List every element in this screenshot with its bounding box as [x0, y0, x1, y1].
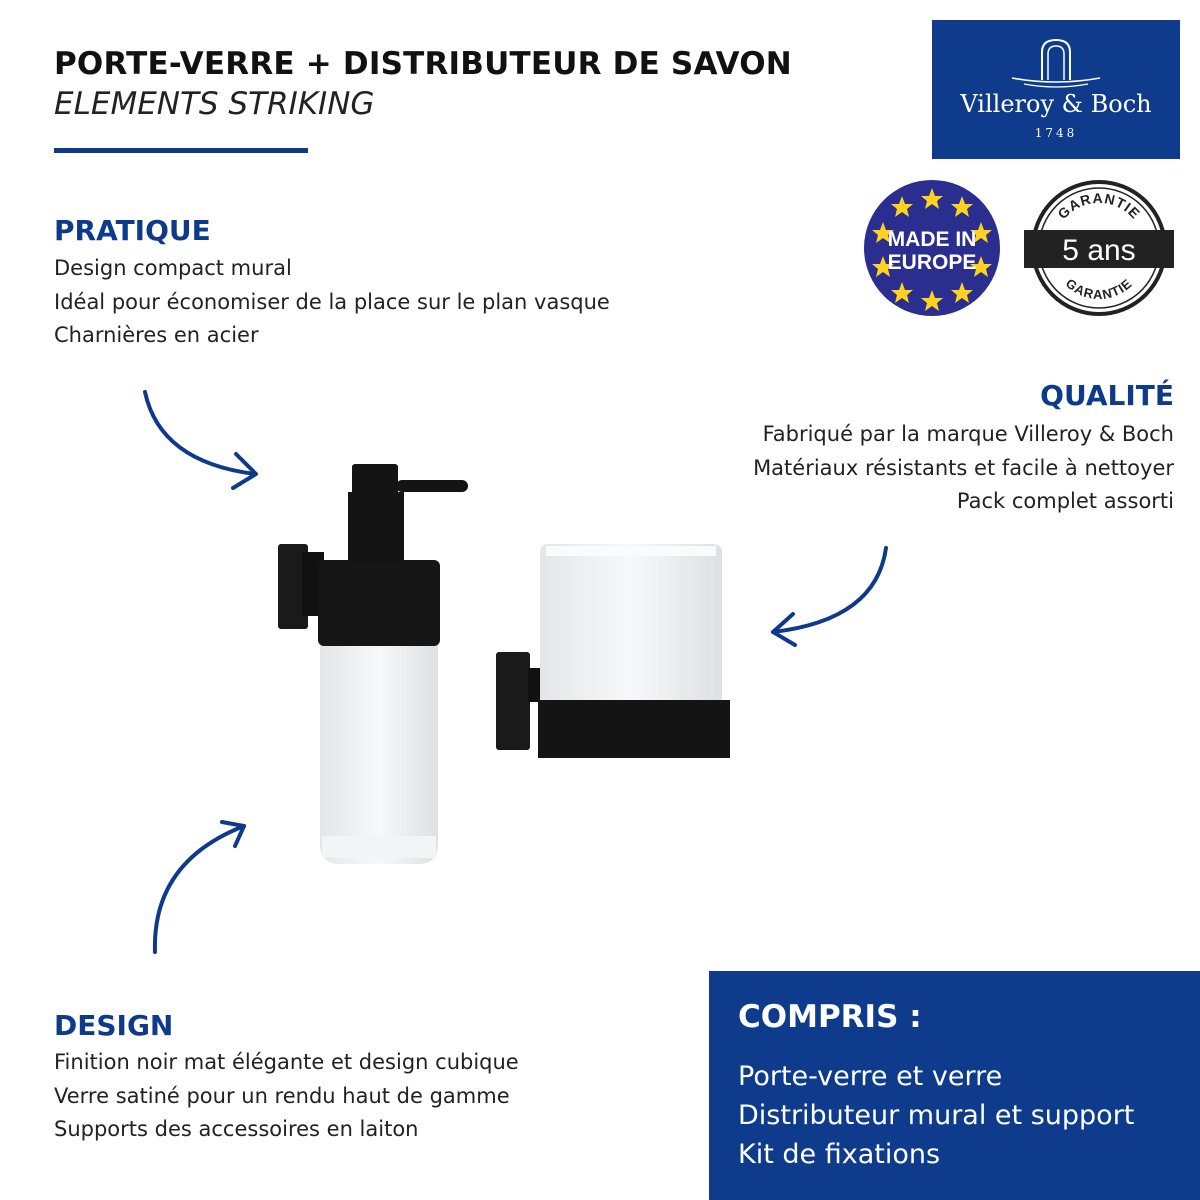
made-in-europe-badge: MADE IN EUROPE: [864, 180, 1000, 316]
qualite-line: Fabriqué par la marque Villeroy & Boch: [762, 422, 1174, 446]
brand-name: Villeroy & Boch: [960, 90, 1152, 118]
title-underline: [54, 148, 308, 153]
page-title: PORTE-VERRE + DISTRIBUTEUR DE SAVON: [54, 46, 792, 82]
qualite-line: Pack complet assorti: [956, 489, 1174, 513]
design-line: Supports des accessoires en laiton: [54, 1117, 419, 1141]
included-item: Distributeur mural et support: [738, 1100, 1135, 1131]
arrow-to-dispenser-icon: [143, 390, 258, 490]
soap-dispenser: [278, 464, 468, 864]
pratique-list: Design compact mural Idéal pour économis…: [54, 252, 610, 353]
pratique-line: Design compact mural: [54, 256, 292, 280]
design-heading: DESIGN: [54, 1009, 174, 1042]
brand-logo: Villeroy & Boch 1748: [932, 20, 1180, 159]
europe-badge-line1: MADE IN: [888, 228, 977, 251]
qualite-line: Matériaux résistants et facile à nettoye…: [753, 455, 1174, 480]
pratique-line: Idéal pour économiser de la place sur le…: [54, 289, 610, 314]
eu-stars-icon: [872, 188, 992, 311]
included-item: Kit de fixations: [738, 1139, 941, 1170]
included-box: COMPRIS : Porte-verre et verre Distribut…: [709, 971, 1200, 1200]
included-heading: COMPRIS :: [738, 999, 922, 1035]
guarantee-badge: GARANTIE GARANTIE 5 ans: [1024, 180, 1174, 316]
faucet-logo-icon: [1011, 38, 1101, 88]
design-list: Finition noir mat élégante et design cub…: [54, 1046, 519, 1147]
qualite-list: Fabriqué par la marque Villeroy & Boch M…: [753, 418, 1174, 519]
brand-year: 1748: [1034, 126, 1078, 140]
europe-badge-line2: EUROPE: [888, 251, 977, 274]
included-item: Porte-verre et verre: [738, 1061, 1003, 1092]
design-line: Finition noir mat élégante et design cub…: [54, 1050, 519, 1074]
design-line: Verre satiné pour un rendu haut de gamme: [54, 1083, 510, 1108]
qualite-heading: QUALITÉ: [1040, 379, 1174, 412]
product-illustration: [278, 464, 730, 864]
arrow-to-glass-icon: [771, 546, 888, 647]
included-list: Porte-verre et verre Distributeur mural …: [738, 1057, 1134, 1174]
arrow-from-design-icon: [152, 820, 246, 954]
guarantee-years: 5 ans: [1062, 234, 1135, 267]
pratique-line: Charnières en acier: [54, 323, 259, 347]
pratique-heading: PRATIQUE: [54, 214, 211, 247]
glass-holder: [496, 544, 730, 758]
page-subtitle: ELEMENTS STRIKING: [54, 86, 375, 122]
